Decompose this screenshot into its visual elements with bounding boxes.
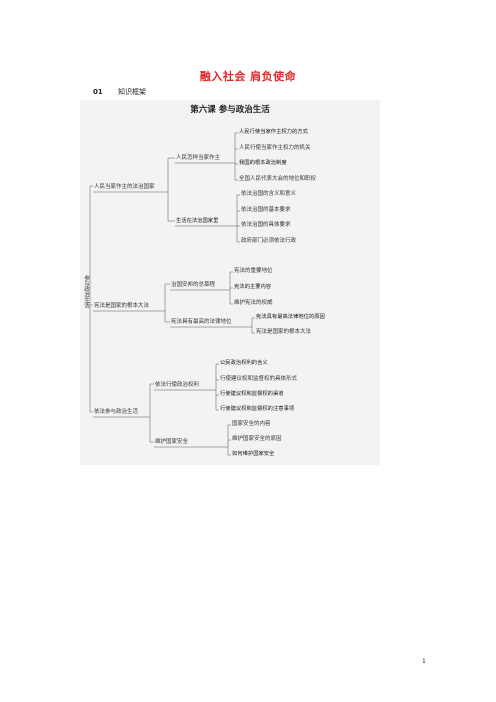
leaf-item: 如何维护国家安全 xyxy=(232,451,275,457)
mind-map-root: 参与政治生活 xyxy=(83,275,89,308)
leaf-item: 行使建议权和监督权的渠道 xyxy=(220,391,284,397)
leaf-item: 行使建议权和监督权的注意事项 xyxy=(220,406,295,412)
connector-lines xyxy=(89,132,255,456)
sub-branch-label: 生活在法治国家里 xyxy=(176,218,219,224)
mind-map: 第六课 参与政治生活 xyxy=(80,100,380,465)
mind-map-title: 第六课 参与政治生活 xyxy=(190,105,270,115)
section-number: 01 xyxy=(93,88,103,96)
page-number: 1 xyxy=(422,658,426,665)
sub-branch-label: 人民怎样当家作主 xyxy=(176,155,221,161)
leaf-item: 依法治国的具体要求 xyxy=(241,222,291,228)
leaf-item: 维护宪法的权威 xyxy=(234,300,273,306)
leaf-item: 公民政治权利的含义 xyxy=(220,360,268,366)
branch-label: 人民当家作主的法治国家 xyxy=(94,184,155,190)
leaf-item: 人民行使当家作主权力的方式 xyxy=(239,129,308,135)
branch-label: 宪法是国家的根本大法 xyxy=(94,303,150,309)
leaf-item: 全国人民代表大会的地位和职权 xyxy=(239,176,317,182)
sub-branch-label: 治国安邦的总章程 xyxy=(171,282,216,288)
leaf-item: 我国的根本政治制度 xyxy=(239,160,287,166)
sub-branch-label: 依法行使政治权利 xyxy=(155,382,200,388)
branch-label: 依法参与政治生活 xyxy=(94,409,139,415)
leaf-item: 维护国家安全的原因 xyxy=(232,436,282,442)
leaf-item: 依法治国的含义和意义 xyxy=(241,191,297,197)
sub-branch-label: 宪法具有最高的法律地位 xyxy=(171,319,232,325)
leaf-item: 人民行使当家作主权力的机关 xyxy=(239,145,311,151)
leaf-item: 行使建议权和监督权的具体形式 xyxy=(220,376,298,382)
leaf-item: 宪法具有最高法律地位的原因 xyxy=(256,314,325,320)
leaf-item: 依法治国的基本要求 xyxy=(241,207,291,213)
leaf-item: 宪法的主要内容 xyxy=(234,284,272,290)
leaf-item: 宪法是国家的根本大法 xyxy=(256,329,312,335)
leaf-item: 宪法的重要地位 xyxy=(234,268,273,274)
sub-branch-label: 维护国家安全 xyxy=(155,439,189,445)
document-title: 融入社会 肩负使命 xyxy=(199,70,297,83)
leaf-item: 国家安全的内容 xyxy=(232,421,271,427)
leaf-item: 政府部门必须依法行政 xyxy=(241,238,297,244)
section-label: 知识框架 xyxy=(118,88,146,96)
